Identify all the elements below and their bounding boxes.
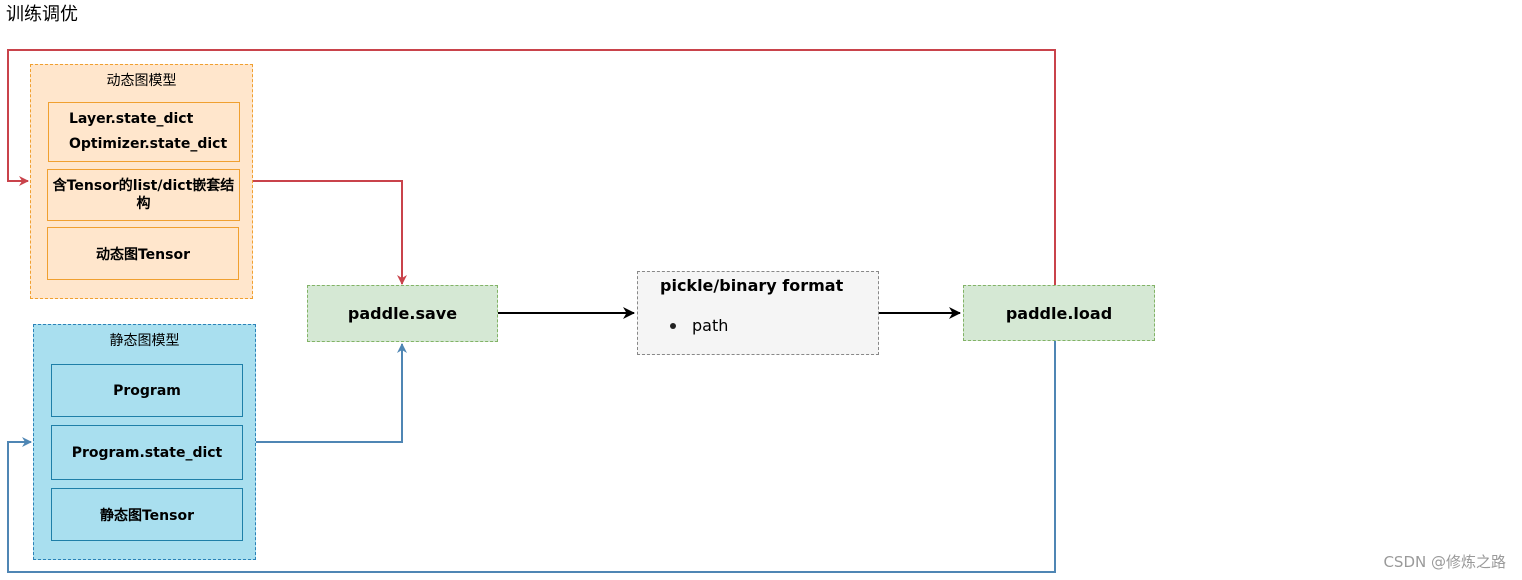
format-bullet-item: path <box>670 316 728 335</box>
format-bullet-label: path <box>692 316 729 335</box>
dynamic-to-save-connector <box>253 180 407 285</box>
static-tensor-box: 静态图Tensor <box>51 488 243 541</box>
state-dict-box: Layer.state_dict Optimizer.state_dict <box>48 102 240 162</box>
nested-structure-box: 含Tensor的list/dict嵌套结 构 <box>47 169 240 221</box>
static-model-title: 静态图模型 <box>109 333 180 349</box>
paddle-load-label: paddle.load <box>1005 303 1113 323</box>
program-box: Program <box>51 364 243 417</box>
format-node: pickle/binary format path <box>637 271 879 355</box>
bullet-icon <box>670 322 676 329</box>
dynamic-tensor-label: 动态图Tensor <box>95 246 190 263</box>
paddle-load-node: paddle.load <box>963 285 1155 341</box>
static-model-group: 静态图模型 Program Program.state_dict 静态图Tens… <box>33 324 256 560</box>
dynamic-tensor-box: 动态图Tensor <box>47 227 239 280</box>
static-to-save-connector <box>256 343 407 443</box>
layer-state-dict-label: Layer.state_dict <box>69 111 194 127</box>
program-state-dict-box: Program.state_dict <box>51 425 243 480</box>
nested-structure-label-line1: 含Tensor的list/dict嵌套结 <box>52 178 235 194</box>
blue-loop-connector <box>7 341 1056 573</box>
static-tensor-label: 静态图Tensor <box>99 507 194 524</box>
format-title: pickle/binary format <box>660 276 844 295</box>
paddle-save-label: paddle.save <box>347 304 458 323</box>
program-label: Program <box>113 382 181 399</box>
paddle-save-node: paddle.save <box>307 285 498 342</box>
red-loop-connector <box>7 49 1056 285</box>
program-state-dict-label: Program.state_dict <box>71 444 223 461</box>
dynamic-model-group: 动态图模型 Layer.state_dict Optimizer.state_d… <box>30 64 253 299</box>
nested-structure-label-line2: 构 <box>136 196 151 212</box>
dynamic-model-title: 动态图模型 <box>106 73 177 89</box>
optimizer-state-dict-label: Optimizer.state_dict <box>69 136 228 152</box>
page-title: 训练调优 <box>6 4 78 25</box>
watermark: CSDN @修炼之路 <box>1383 553 1506 571</box>
